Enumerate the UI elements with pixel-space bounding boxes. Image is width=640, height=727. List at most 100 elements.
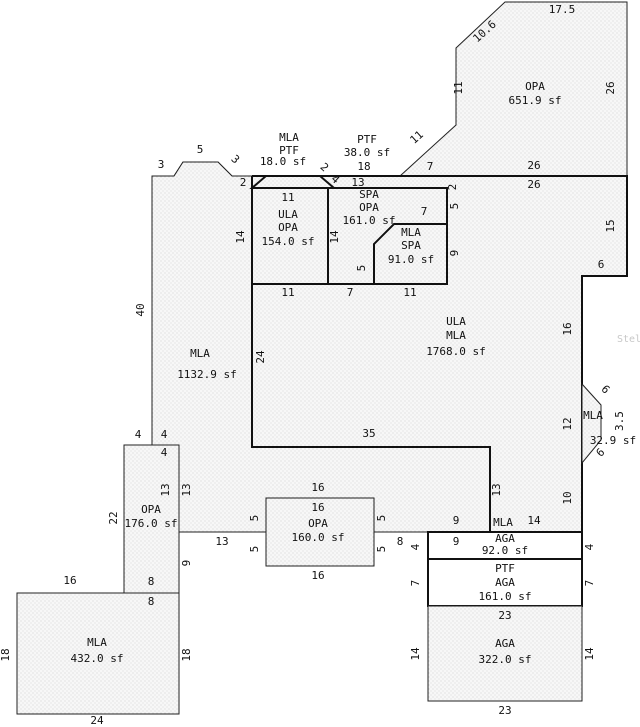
dim-label: 11 [403, 286, 416, 299]
dim-label: 9 [453, 514, 460, 527]
mla-bay-area [581, 382, 602, 465]
dim-label: 2 [446, 184, 459, 191]
ula-opa-area-value: 154.0 sf [262, 235, 315, 248]
dim-label: 14 [328, 230, 341, 244]
dim-label: 2 [318, 160, 332, 174]
ula-mla-area-value: 1768.0 sf [426, 345, 486, 358]
opa-mid-type: OPA [308, 517, 328, 530]
dim-label: 3.5 [613, 411, 626, 431]
dim-label: 9 [180, 560, 193, 567]
dim-label: 4 [583, 543, 596, 550]
dim-label: 13 [215, 535, 228, 548]
mla-bay-type: MLA [583, 409, 603, 422]
dim-label: 6 [598, 258, 605, 271]
dimension-labels: 17.5 10.6 11 26 11 3 5 3 2 2 4 18 13 7 2… [0, 3, 626, 727]
ptf-aga-area-value: 161.0 sf [479, 590, 532, 603]
dim-label: 16 [311, 501, 324, 514]
ula-opa-type1: ULA [278, 208, 298, 221]
mla-bay-area-value: 32.9 sf [590, 434, 636, 447]
dim-label: 9 [453, 535, 460, 548]
dim-label: 4 [135, 428, 142, 441]
dim-label: 14 [583, 647, 596, 661]
mla-aga-type2: AGA [495, 532, 515, 545]
dim-label: 4 [161, 446, 168, 459]
watermark-text: Stellar [617, 334, 640, 345]
mla-spa-area-value: 91.0 sf [388, 253, 434, 266]
dim-label: 18 [180, 648, 193, 661]
dim-label: 12 [561, 417, 574, 430]
dim-label: 10 [561, 491, 574, 504]
opa-left-area-value: 176.0 sf [125, 517, 178, 530]
dim-label: 5 [375, 546, 388, 553]
dim-label: 11 [407, 128, 426, 147]
mla-bottom-area-value: 432.0 sf [71, 652, 124, 665]
opa-left-area [123, 444, 180, 594]
dim-label: 5 [448, 203, 461, 210]
dim-label: 14 [527, 514, 541, 527]
dim-label: 26 [527, 159, 540, 172]
dim-label: 13 [490, 483, 503, 496]
ula-mla-type2: MLA [446, 329, 466, 342]
dim-label: 5 [248, 515, 261, 522]
dim-label: 18 [0, 648, 12, 661]
ula-mla-type1: ULA [446, 315, 466, 328]
dim-label: 6 [594, 446, 608, 460]
dim-label: 9 [448, 250, 461, 257]
dim-label: 16 [311, 481, 324, 494]
opa-top-area [398, 1, 628, 177]
mla-ptf-area [249, 175, 337, 189]
mla-aga-type1: MLA [493, 516, 513, 529]
dim-label: 15 [604, 219, 617, 232]
dim-label: 13 [351, 176, 364, 189]
dim-label: 3 [158, 158, 165, 171]
dim-label: 17.5 [549, 3, 576, 16]
dim-label: 11 [281, 191, 294, 204]
dim-label: 16 [561, 322, 574, 335]
mla-left-type: MLA [190, 347, 210, 360]
dim-label: 26 [527, 178, 540, 191]
area-labels: OPA 651.9 sf MLA PTF 18.0 sf PTF 38.0 sf… [71, 80, 637, 666]
dim-label: 6 [599, 383, 613, 397]
dim-label: 14 [409, 647, 422, 661]
dim-label: 23 [498, 609, 511, 622]
opa-top-area-value: 651.9 sf [509, 94, 562, 107]
dim-label: 22 [107, 511, 120, 524]
dim-label: 5 [375, 515, 388, 522]
dim-label: 4 [409, 543, 422, 550]
dim-label: 2 [240, 176, 247, 189]
spa-opa-area-value: 161.0 sf [343, 214, 396, 227]
dim-label: 23 [498, 704, 511, 717]
spa-opa-type1: SPA [359, 188, 379, 201]
mla-left-area-value: 1132.9 sf [177, 368, 237, 381]
dim-label: 5 [355, 265, 368, 272]
mla-bottom-area [16, 592, 180, 715]
dim-label: 4 [161, 428, 168, 441]
ptf-aga-type1: PTF [495, 562, 515, 575]
mla-ptf-area-value: 18.0 sf [260, 155, 306, 168]
dim-label: 8 [148, 575, 155, 588]
dim-label: 7 [583, 580, 596, 587]
aga-area-value: 322.0 sf [479, 653, 532, 666]
mla-spa-type1: MLA [401, 226, 421, 239]
dim-label: 8 [397, 535, 404, 548]
dim-label: 26 [604, 81, 617, 94]
dim-label: 5 [248, 546, 261, 553]
mla-aga-area-value: 92.0 sf [482, 544, 528, 557]
dim-label: 16 [63, 574, 76, 587]
dim-label: 18 [357, 160, 370, 173]
dim-label: 8 [148, 595, 155, 608]
dim-label: 11 [452, 81, 465, 94]
dim-label: 24 [90, 714, 104, 727]
dim-label: 3 [229, 152, 243, 166]
ptf-aga-type2: AGA [495, 576, 515, 589]
mla-spa-type2: SPA [401, 239, 421, 252]
mla-ptf-type1: MLA [279, 131, 299, 144]
mla-bottom-type: MLA [87, 636, 107, 649]
dim-label: 5 [197, 143, 204, 156]
spa-opa-type2: OPA [359, 201, 379, 214]
dim-label: 16 [311, 569, 324, 582]
ula-opa-type2: OPA [278, 221, 298, 234]
dim-label: 24 [254, 350, 267, 364]
opa-mid-area [265, 497, 375, 567]
dim-label: 14 [234, 230, 247, 244]
